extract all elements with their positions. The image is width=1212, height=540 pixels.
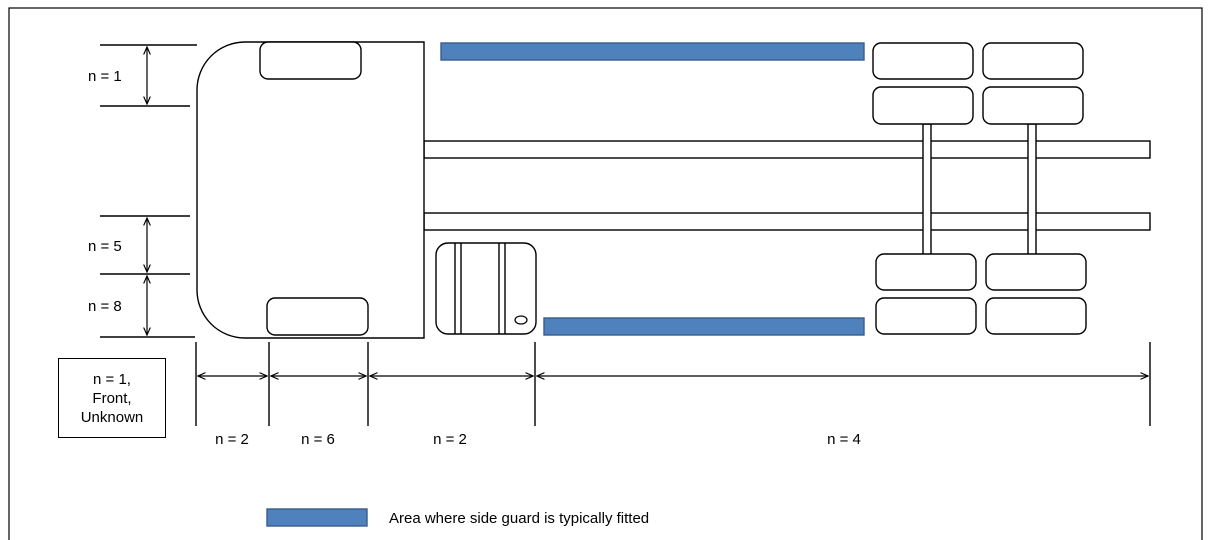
side-guard-top xyxy=(440,42,865,61)
note-line-3: Unknown xyxy=(80,408,144,426)
bottom-label-seg1: n = 2 xyxy=(215,431,249,448)
lower-rail xyxy=(423,212,1151,231)
bottom-label-seg4: n = 4 xyxy=(827,431,861,448)
left-label-middle: n = 5 xyxy=(88,238,122,255)
chassis-rails xyxy=(423,140,1151,231)
front-wheel-top xyxy=(259,41,362,80)
rear-wheel xyxy=(982,42,1084,80)
note-box: n = 1, Front, Unknown xyxy=(58,358,166,438)
bottom-label-seg3: n = 2 xyxy=(433,431,467,448)
rear-wheel xyxy=(875,253,977,291)
rear-wheel xyxy=(985,253,1087,291)
rear-wheels xyxy=(872,42,1087,335)
note-line-2: Front, xyxy=(92,389,132,407)
bottom-label-seg2: n = 6 xyxy=(301,431,335,448)
axle-2 xyxy=(1027,123,1037,256)
left-label-top: n = 1 xyxy=(88,68,122,85)
note-line-1: n = 1, xyxy=(93,370,131,388)
legend-swatch xyxy=(266,508,368,527)
rear-wheel xyxy=(985,297,1087,335)
rear-wheel xyxy=(875,297,977,335)
rear-wheel xyxy=(872,86,974,125)
left-dimension-lines xyxy=(100,44,197,338)
upper-rail xyxy=(423,140,1151,159)
fuel-cap xyxy=(514,315,528,325)
side-guard-bottom xyxy=(543,317,865,336)
axle-1 xyxy=(922,123,932,256)
legend-label: Area where side guard is typically fitte… xyxy=(389,510,649,527)
left-label-bottom: n = 8 xyxy=(88,298,122,315)
rear-wheel xyxy=(872,42,974,80)
fuel-tank xyxy=(435,242,537,335)
diagram-frame xyxy=(8,7,1203,540)
rear-wheel xyxy=(982,86,1084,125)
bottom-dimension-ticks xyxy=(195,342,1151,426)
truck-cab xyxy=(196,41,425,339)
front-wheel-bottom xyxy=(266,297,369,336)
